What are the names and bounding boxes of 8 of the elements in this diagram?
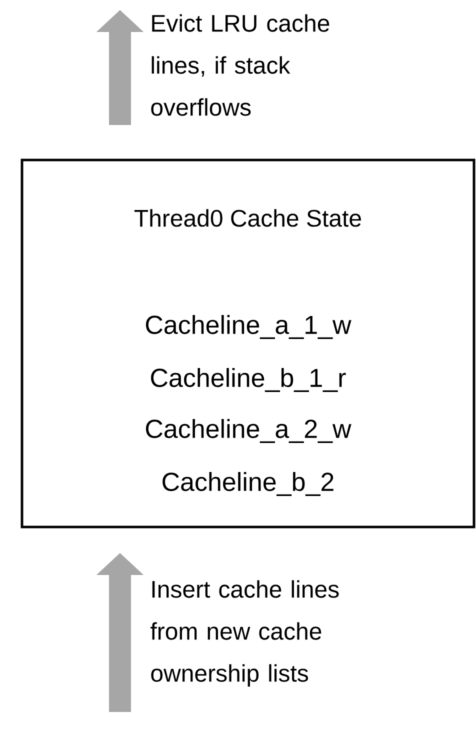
- cache-line-entry: Cacheline_a_2_w: [146, 419, 352, 443]
- cache-line-entry: Cacheline_a_1_w: [146, 315, 352, 339]
- arrow-caption: Insert cache lines from new cache ownership lists: [150, 580, 339, 687]
- cache-line-entry: Cacheline_b_2: [162, 472, 334, 496]
- arrow-caption: Evict LRU cache lines, if stack overflows: [151, 14, 330, 116]
- box-title: Thread0 Cache State: [134, 209, 361, 227]
- state-box: [20, 158, 476, 528]
- cache-line-entry: Cacheline_b_1_r: [151, 368, 346, 392]
